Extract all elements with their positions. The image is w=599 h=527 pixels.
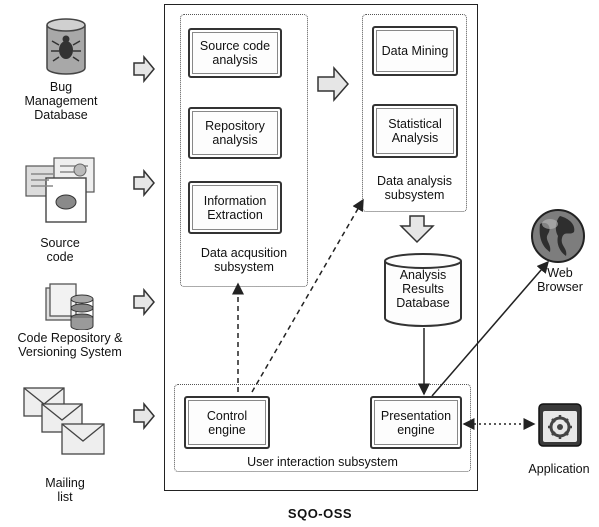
source-code-files-icon [25, 157, 95, 223]
application-window-icon [538, 403, 582, 447]
information-extraction-label: Information Extraction [203, 193, 267, 222]
data-acquisition-subsystem-label: Data acqusition subsystem [200, 246, 288, 274]
data-acquisition-subsystem [180, 14, 308, 287]
presentation-engine-module [370, 396, 462, 449]
data-mining-label: Data Mining [381, 44, 449, 58]
data-mining-module [372, 26, 458, 76]
control-engine-module [184, 396, 270, 449]
web-browser-label: Web Browser [537, 266, 583, 294]
statistical-analysis-label: Statistical Analysis [388, 117, 442, 145]
web-browser-globe-icon [531, 209, 585, 263]
bug-db-input-arrow [133, 54, 155, 84]
user-interaction-subsystem-label: User interaction subsystem [247, 455, 398, 469]
analysis-results-database-label: Analysis Results Database [396, 268, 450, 310]
code-repository-label: Code Repository & Versioning System [17, 331, 123, 359]
repository-analysis-module [188, 107, 282, 159]
source-code-analysis-module [188, 28, 282, 78]
mailing-list-label: Mailing list [45, 476, 85, 504]
presentation-engine-label: Presentation engine [380, 408, 452, 437]
mailing-list-input-arrow [133, 401, 155, 431]
source-code-label: Source code [40, 236, 80, 264]
data-analysis-subsystem-label: Data analysis subsystem [376, 174, 453, 202]
application-label: Application [528, 462, 590, 476]
source-code-analysis-label: Source code analysis [199, 39, 271, 67]
data-analysis-subsystem [362, 14, 467, 212]
statistical-analysis-module [372, 104, 458, 158]
code-repository-icon [45, 283, 94, 330]
code-repo-input-arrow [133, 287, 155, 317]
mailing-list-envelopes-icon [23, 387, 105, 455]
database-bug-icon [46, 18, 86, 75]
source-code-input-arrow [133, 168, 155, 198]
bug-management-database-label: Bug Management Database [24, 80, 98, 122]
repository-analysis-label: Repository analysis [205, 119, 265, 147]
control-engine-label: Control engine [206, 408, 248, 437]
sqo-oss-title: SQO-OSS [287, 506, 353, 521]
